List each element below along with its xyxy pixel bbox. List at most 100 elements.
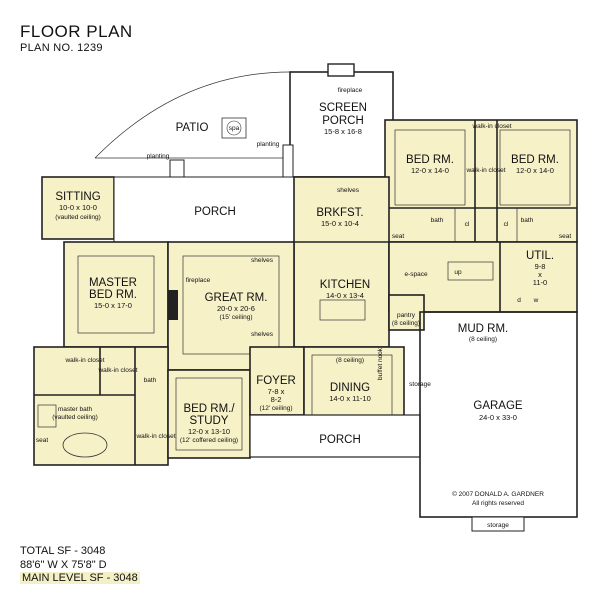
label-walk-in-top: walk-in closet [471,123,511,130]
label-bed-study-2: STUDY [190,415,229,427]
bed-study-room [168,370,250,458]
stairs [447,261,494,281]
label-great-rm-note: (15' ceiling) [219,314,252,321]
patio-arc [94,71,291,159]
label-kitchen-dims: 14-0 x 13-4 [326,291,364,300]
label-dining-dims: 14-0 x 11-10 [329,394,371,403]
label-screen-porch-1: SCREEN [319,102,367,114]
label-bed-study-1: BED RM./ [183,403,235,415]
label-planting-left: planting [147,153,170,160]
label-shelves-great-top: shelves [251,257,274,264]
label-foyer-note: (12' ceiling) [259,405,292,412]
label-garage: GARAGE [473,400,523,412]
sitting-room [42,177,114,239]
porch-top [113,176,295,243]
label-screen-porch-2: PORCH [322,115,364,127]
overall-dimensions: 88'6" W X 75'8" D [20,558,107,571]
label-seat-2: seat [559,233,571,240]
label-master-2: BED RM. [89,289,137,301]
label-walk-in-mid: walk-in closet [465,167,505,174]
dining-room [304,347,404,427]
label-porch-top: PORCH [194,206,236,218]
label-up: up [454,269,462,276]
spa-tub [221,117,247,139]
shower [37,404,57,428]
label-bed-study-note: (12' coffered ceiling) [180,437,238,444]
label-fireplace-great: fireplace [186,277,211,284]
label-bed-study-dims: 12-0 x 13-10 [188,427,230,436]
label-storage-side: storage [409,381,431,388]
label-buffet-nook: buffet nook [377,347,384,380]
garage-storage-box [471,516,525,532]
label-kitchen: KITCHEN [320,279,370,291]
label-master-1: MASTER [89,277,137,289]
label-bed-rm-2: BED RM. [511,154,559,166]
label-foyer-dims-1: 7-8 x [268,387,285,396]
label-mud-rm: MUD RM. [458,323,508,335]
front-porch [249,414,421,458]
label-bed-rm-2-dims: 12-0 x 14-0 [516,166,554,175]
label-great-rm-dims: 20-0 x 20-6 [217,304,255,313]
label-master-bath: master bath [58,406,93,413]
master-bedroom [64,242,168,347]
master-bath-area [34,347,168,465]
label-mud-rm-note: (8 ceiling) [469,336,497,343]
kitchen-island [319,299,366,321]
label-d: d [517,297,521,304]
total-sf: TOTAL SF - 3048 [20,545,106,557]
label-bath-master-small: bath [144,377,157,384]
label-foyer-dims-2: 8-2 [271,395,282,404]
label-sitting-dims: 10-0 x 10-0 [59,203,97,212]
plan-number: PLAN NO. 1239 [20,42,103,54]
label-storage-garage: storage [487,522,509,529]
label-master-dims: 15-0 x 17-0 [94,301,132,310]
label-brkfst-dims: 15-0 x 10-4 [321,219,359,228]
label-walk-in-master-2: walk-in closet [97,367,137,374]
label-brkfst: BRKFST. [316,207,363,219]
foyer [250,347,304,415]
label-porch-front: PORCH [319,434,361,446]
label-seat-1: seat [392,233,404,240]
fireplace-great-hearth [168,290,178,320]
label-e-space: e-space [404,271,428,278]
label-master-bath-note: (vaulted ceiling) [52,414,98,421]
label-util-dims-1: 9-8 [535,262,546,271]
label-shelves-great-bottom: shelves [251,331,274,338]
label-pantry: pantry [397,312,416,319]
label-shelves-brkfst: shelves [337,187,360,194]
label-great-rm: GREAT RM. [205,292,268,304]
label-bath-1: bath [431,217,444,224]
plan-stats: TOTAL SF - 3048 88'6" W X 75'8" D MAIN L… [20,545,140,586]
label-cl-1: cl [465,221,470,228]
label-planting-right: planting [257,141,280,148]
label-walk-in-study: walk-in closet [135,433,175,440]
label-dining: DINING [330,382,370,394]
pantry-room [389,295,424,330]
label-util: UTIL. [526,250,554,262]
label-sitting-note: (vaulted ceiling) [55,214,101,221]
label-cl-2: cl [504,221,509,228]
label-fireplace-top: fireplace [338,87,363,94]
label-seat-master: seat [36,437,48,444]
label-w: w [533,297,539,304]
fireplace-top-box [327,63,355,77]
label-util-dims-3: 11-0 [533,278,547,287]
spa-circle [226,120,242,136]
bedroom-wing [385,120,577,242]
label-garage-dims: 24-0 x 33-0 [479,413,517,422]
main-level-sf: MAIN LEVEL SF - 3048 [20,572,140,584]
kitchen-area [294,177,389,347]
label-spa: spa [229,125,240,132]
label-foyer: FOYER [256,375,296,387]
label-bed-rm-1: BED RM. [406,154,454,166]
bathtub [62,432,108,458]
label-patio: PATIO [176,122,209,134]
label-dining-note: (8 ceiling) [336,357,364,364]
label-bath-2: bath [521,217,534,224]
planting-right-box [282,144,294,179]
plan-title: FLOOR PLAN [20,22,133,41]
label-screen-porch-dims: 15-8 x 16-8 [324,127,362,136]
label-util-dims-2: x [538,270,542,279]
label-walk-in-master-1: walk-in closet [64,357,104,364]
